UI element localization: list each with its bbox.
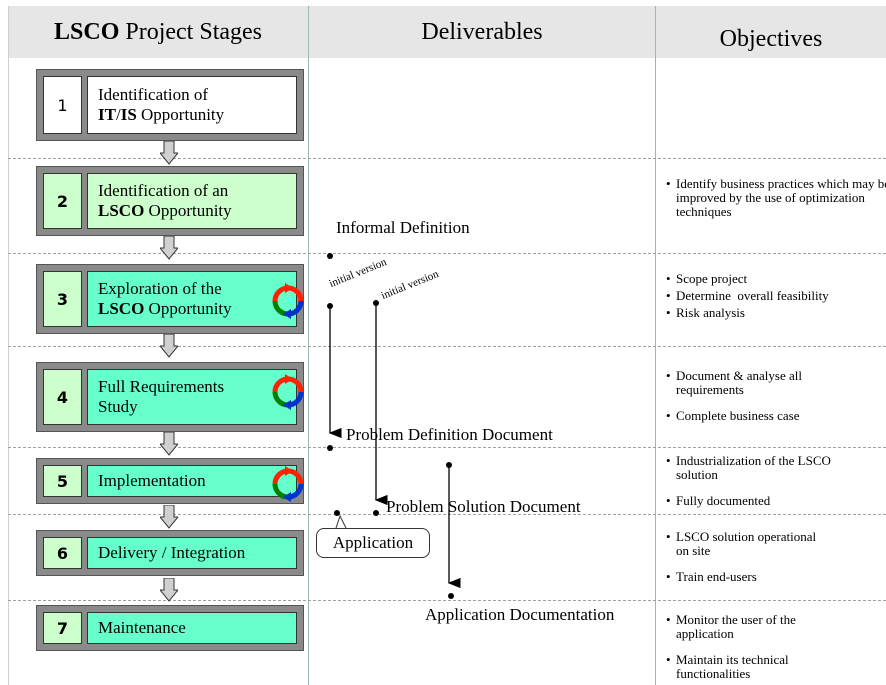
objectives-stage-6: LSCO solution operational on site Train … (666, 530, 886, 585)
header-stages-rest: Project Stages (119, 18, 262, 45)
down-arrow-icon (160, 578, 178, 602)
bubble-tail (335, 514, 347, 529)
deliverable-problem-definition: Problem Definition Document (346, 425, 553, 444)
header-stages: LSCO Project Stages (8, 6, 308, 58)
stage-label-line1: Exploration of the (98, 279, 222, 298)
deliverable-problem-solution: Problem Solution Document (386, 497, 581, 516)
down-arrow-icon (160, 334, 178, 358)
connector-dot (327, 445, 333, 451)
stage-label: Delivery / Integration (87, 537, 297, 569)
objective-item: Scope project (666, 272, 886, 287)
row-separator (8, 514, 886, 515)
stage-label: Implementation (87, 465, 297, 497)
connector-dot (334, 510, 340, 516)
column-divider-right (655, 6, 656, 685)
stage-number: 1 (43, 76, 82, 134)
objective-item: Complete business case (666, 409, 886, 424)
header-deliverables-label: Deliverables (421, 18, 543, 45)
down-arrow-icon (160, 236, 178, 260)
column-divider-left (308, 6, 309, 685)
row-separator (8, 447, 886, 448)
stage-1: 1 Identification of IT/IS Opportunity (36, 69, 304, 141)
deliverable-informal-definition: Informal Definition (336, 218, 470, 237)
header-objectives-label: Objectives (719, 25, 823, 52)
cycle-arrows-icon (272, 283, 304, 319)
stage-label-line2: IT/IS Opportunity (98, 105, 225, 124)
row-separator (8, 600, 886, 601)
stage-label-line1: Full Requirements (98, 377, 225, 396)
stage-label: Exploration of the LSCO Opportunity (87, 271, 297, 327)
down-arrow-icon (160, 141, 178, 165)
stage-label-line2: Study (98, 397, 138, 416)
objectives-stage-2: Identify business practices which may be… (666, 177, 886, 219)
connector-dot (327, 253, 333, 259)
row-separator (8, 158, 886, 159)
objective-item: Determine overall feasibility (666, 289, 886, 304)
deliverable-application: Application (316, 528, 430, 558)
stage-label: Identification of IT/IS Opportunity (87, 76, 297, 134)
stage-label-line2: LSCO Opportunity (98, 201, 232, 220)
stage-number: 4 (43, 369, 82, 425)
objectives-stage-3: Scope project Determine overall feasibil… (666, 272, 886, 321)
page-left-border (8, 6, 9, 685)
objectives-stage-7: Monitor the user of the application Main… (666, 613, 886, 681)
stage-number: 3 (43, 271, 82, 327)
connector-dot (448, 593, 454, 599)
objectives-stage-4: Document & analyse all requirements Comp… (666, 369, 886, 424)
header-deliverables: Deliverables (309, 6, 655, 58)
objective-item: Maintain its technical functionalities (666, 653, 846, 681)
connector-dot (373, 510, 379, 516)
stage-number: 5 (43, 465, 82, 497)
objective-item: Train end-users (666, 570, 886, 585)
objective-item: Fully documented (666, 494, 886, 509)
objectives-stage-5: Industrialization of the LSCO solution F… (666, 454, 886, 509)
header-stages-bold: LSCO (54, 18, 120, 45)
row-separator (8, 346, 886, 347)
stage-number: 2 (43, 173, 82, 229)
row-separator (8, 253, 886, 254)
stage-label-line1: Identification of (98, 85, 208, 104)
stage-label: Identification of an LSCO Opportunity (87, 173, 297, 229)
stage-number: 6 (43, 537, 82, 569)
stage-2: 2 Identification of an LSCO Opportunity (36, 166, 304, 236)
deliverable-application-documentation: Application Documentation (425, 605, 615, 624)
objective-item: LSCO solution operational on site (666, 530, 826, 558)
cycle-arrows-icon (272, 466, 304, 502)
objective-item: Industrialization of the LSCO solution (666, 454, 851, 482)
stage-label: Full Requirements Study (87, 369, 297, 425)
objective-item: Identify business practices which may be… (666, 177, 886, 219)
stage-label-line2: LSCO Opportunity (98, 299, 232, 318)
down-arrow-icon (160, 432, 178, 456)
objective-item: Risk analysis (666, 306, 886, 321)
stage-5: 5 Implementation (36, 458, 304, 504)
stage-3: 3 Exploration of the LSCO Opportunity (36, 264, 304, 334)
stage-6: 6 Delivery / Integration (36, 530, 304, 576)
stage-4: 4 Full Requirements Study (36, 362, 304, 432)
stage-number: 7 (43, 612, 82, 644)
stage-label-line1: Identification of an (98, 181, 229, 200)
stage-7: 7 Maintenance (36, 605, 304, 651)
cycle-arrows-icon (272, 374, 304, 410)
down-arrow-icon (160, 505, 178, 529)
objective-item: Monitor the user of the application (666, 613, 846, 641)
header-objectives: Objectives (656, 6, 886, 58)
stage-label: Maintenance (87, 612, 297, 644)
objective-item: Document & analyse all requirements (666, 369, 851, 397)
